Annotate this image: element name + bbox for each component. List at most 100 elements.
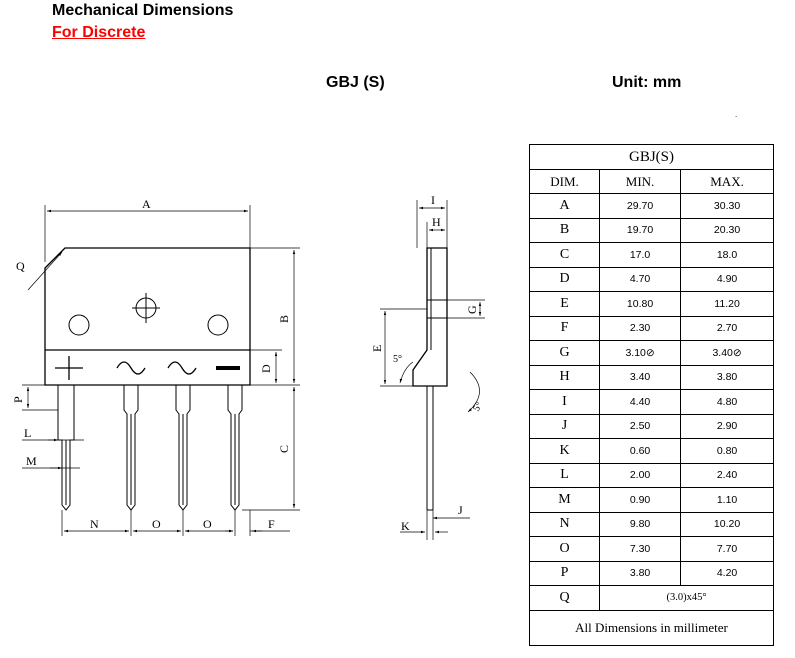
min-cell: 29.70 [598,193,682,219]
dim-cell: A [529,193,600,219]
max-cell: 4.90 [680,266,774,292]
min-cell: 2.30 [598,315,682,341]
min-cell: 4.40 [598,389,682,415]
dim-cell: I [529,389,600,415]
package-body-outline [44,247,251,386]
max-cell: 18.0 [680,242,774,268]
max-cell: 2.90 [680,413,774,439]
column-header-max: MAX. [680,169,774,194]
label-o1: O [152,517,161,531]
min-cell: 7.30 [598,536,682,562]
chamfer-line [44,247,66,269]
min-cell: 3.10⊘ [598,340,682,366]
dim-cell: E [529,291,600,317]
label-c: C [277,445,291,453]
label-angle-1: 5° [393,354,402,365]
max-cell: 4.20 [680,560,774,586]
pins [57,385,243,511]
section-link-for-discrete[interactable]: For Discrete [52,24,146,41]
max-cell: 20.30 [680,217,774,243]
right-marker-circle [207,314,229,336]
min-cell: 0.90 [598,487,682,513]
min-cell: 10.80 [598,291,682,317]
min-cell: 4.70 [598,266,682,292]
column-header-dim: DIM. [529,169,600,194]
label-q: Q [16,259,25,273]
min-cell: 2.00 [598,462,682,488]
max-cell: 2.70 [680,315,774,341]
column-header-min: MIN. [598,169,682,194]
dim-q-leader [27,251,63,291]
angle-arc-1 [399,361,414,384]
min-cell: 2.50 [598,413,682,439]
front-view [22,205,300,536]
angle-arc-2 [467,371,480,413]
max-cell: 2.40 [680,462,774,488]
minus-symbol [216,366,240,370]
max-cell: 3.80 [680,364,774,390]
ac-symbol-2 [167,361,197,375]
max-cell: 11.20 [680,291,774,317]
label-g: G [465,305,479,314]
max-cell: 30.30 [680,193,774,219]
left-marker-circle [68,314,90,336]
label-l: L [24,426,31,440]
max-cell: 7.70 [680,536,774,562]
min-cell: 3.40 [598,364,682,390]
dim-cell: L [529,462,600,488]
label-angle-2: 5° [471,400,485,413]
max-cell: 3.40⊘ [680,340,774,366]
label-h: H [432,215,441,229]
plus-symbol [55,356,83,380]
table-footer: All Dimensions in millimeter [529,609,774,646]
unit-label: Unit: mm [612,74,682,91]
label-e: E [370,345,384,352]
dim-cell: H [529,364,600,390]
side-view [380,200,485,540]
dim-cell: N [529,511,600,537]
max-cell: 10.20 [680,511,774,537]
dim-q-value: (3.0)x45° [599,585,774,611]
dim-cell: P [529,560,600,586]
dim-cell: J [529,413,600,439]
dim-cell: G [529,340,600,366]
stray-dot: . [735,110,738,119]
page-title: Mechanical Dimensions [52,2,234,19]
table-title: GBJ(S) [529,144,774,170]
package-name: GBJ (S) [326,74,385,91]
min-cell: 3.80 [598,560,682,586]
dim-q: Q [529,585,600,611]
label-b: B [277,315,291,323]
min-cell: 9.80 [598,511,682,537]
label-o2: O [203,517,212,531]
dim-cell: F [529,315,600,341]
label-m: M [26,454,37,468]
dim-cell: B [529,217,600,243]
label-a: A [142,197,151,211]
label-i: I [431,193,435,207]
label-j: J [458,503,463,517]
max-cell: 4.80 [680,389,774,415]
dim-cell: O [529,536,600,562]
max-cell: 1.10 [680,487,774,513]
label-d: D [259,364,273,373]
dim-cell: D [529,266,600,292]
min-cell: 19.70 [598,217,682,243]
